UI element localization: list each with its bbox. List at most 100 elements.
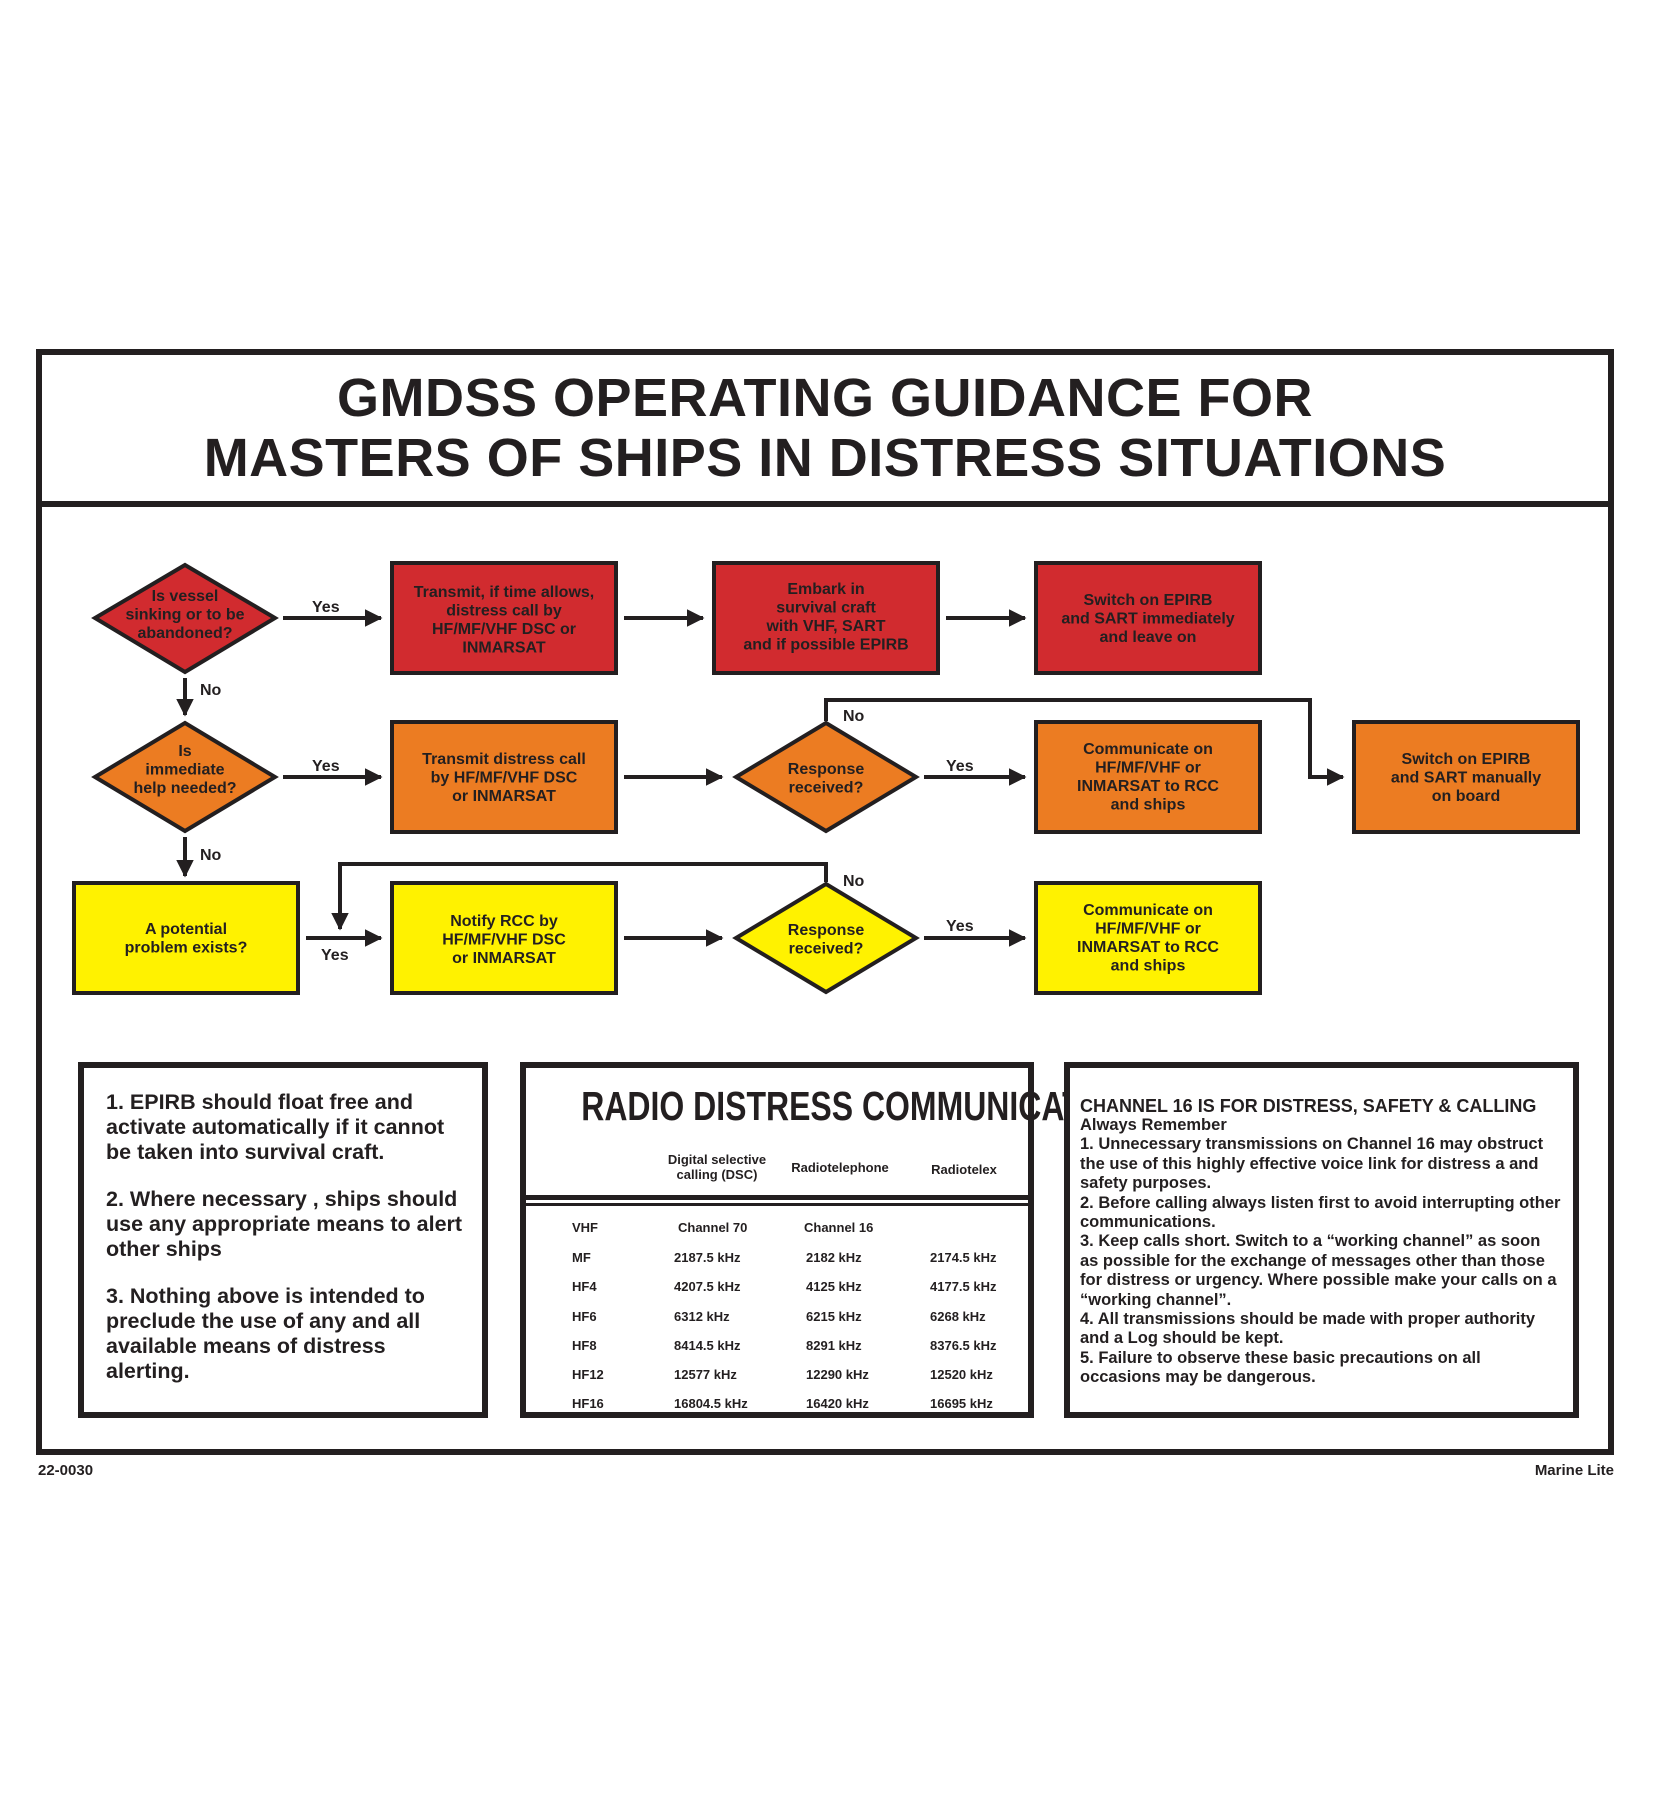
table-row: MF 2187.5 kHz 2182 kHz 2174.5 kHz bbox=[526, 1250, 1028, 1270]
channel16-item-1: 1. Unnecessary transmissions on Channel … bbox=[1080, 1135, 1544, 1193]
cell-band: HF12 bbox=[572, 1367, 604, 1382]
col-header-dsc: Digital selective calling (DSC) bbox=[667, 1152, 767, 1182]
title-line-2: MASTERS OF SHIPS IN DISTRESS SITUATIONS bbox=[203, 428, 1447, 488]
node-text-line: Is bbox=[178, 743, 191, 760]
cell-tx: 4177.5 kHz bbox=[930, 1279, 997, 1294]
node-text-line: abandoned? bbox=[137, 625, 232, 642]
note-3: 3. Nothing above is intended to preclude… bbox=[106, 1284, 425, 1383]
arrow-d3-no bbox=[824, 698, 1345, 786]
node-text-line: and leave on bbox=[1100, 629, 1197, 646]
label-no-3: No bbox=[200, 847, 222, 864]
box-transmit-if-time-text: Transmit, if time allows, distress call b… bbox=[414, 584, 595, 657]
node-text-line: survival craft bbox=[776, 600, 876, 617]
box-switch-epirb-leave bbox=[1034, 561, 1262, 675]
node-text-line: Embark in bbox=[787, 581, 864, 598]
cell-band: HF16 bbox=[572, 1396, 604, 1411]
arrow-d4-no bbox=[331, 862, 828, 931]
cell-rt: 2182 kHz bbox=[806, 1250, 862, 1265]
channel16-item-4: 4. All transmissions should be made with… bbox=[1080, 1310, 1536, 1348]
label-yes-4: Yes bbox=[321, 947, 349, 964]
table-row: HF12 12577 kHz 12290 kHz 12520 kHz bbox=[526, 1367, 1028, 1387]
cell-band: VHF bbox=[572, 1220, 598, 1235]
cell-rt: 16420 kHz bbox=[806, 1396, 869, 1411]
node-text-line: Response bbox=[788, 922, 865, 939]
radio-title: RADIO DISTRESS COMMUNICATIONS bbox=[581, 1083, 1160, 1129]
cell-rt: 6215 kHz bbox=[806, 1309, 862, 1324]
cell-rt: 4125 kHz bbox=[806, 1279, 862, 1294]
label-yes-5: Yes bbox=[946, 918, 974, 935]
col-header-radiotelex: Radiotelex bbox=[931, 1162, 997, 1177]
title-band: GMDSS OPERATING GUIDANCE FOR MASTERS OF … bbox=[42, 355, 1608, 507]
label-yes-2: Yes bbox=[312, 758, 340, 775]
label-yes-3: Yes bbox=[946, 758, 974, 775]
table-row: HF16 16804.5 kHz 16420 kHz 16695 kHz bbox=[526, 1396, 1028, 1416]
channel16-item-2: 2. Before calling always listen first to… bbox=[1080, 1193, 1561, 1232]
box-switch-epirb-manual bbox=[1352, 720, 1580, 834]
node-text-line: immediate bbox=[145, 762, 224, 779]
radio-table: VHF Channel 70 Channel 16 MF 2187.5 kHz … bbox=[526, 1203, 1028, 1413]
node-text-line: and ships bbox=[1111, 958, 1186, 975]
label-no-1: No bbox=[200, 682, 222, 699]
node-text-line: distress call by bbox=[446, 603, 562, 620]
node-text-line: Transmit distress call bbox=[422, 751, 586, 768]
footer-code: 22-0030 bbox=[38, 1462, 94, 1479]
node-text-line: and SART immediately bbox=[1061, 611, 1234, 628]
node-text-line: Transmit, if time allows, bbox=[414, 584, 595, 601]
decision-response-2 bbox=[732, 881, 920, 995]
cell-tx: 8376.5 kHz bbox=[930, 1338, 997, 1353]
box-potential-problem bbox=[72, 881, 300, 995]
box-communicate-2 bbox=[1034, 881, 1262, 995]
cell-dsc: Channel 70 bbox=[678, 1220, 748, 1235]
cell-dsc: 6312 kHz bbox=[674, 1309, 730, 1324]
cell-rt: Channel 16 bbox=[804, 1220, 874, 1235]
cell-dsc: 16804.5 kHz bbox=[674, 1396, 748, 1411]
node-text-line: HF/MF/VHF or bbox=[1095, 760, 1201, 777]
node-text-line: A potential bbox=[145, 921, 227, 938]
title-line-1: GMDSS OPERATING GUIDANCE FOR bbox=[336, 368, 1314, 428]
node-text-line: or INMARSAT bbox=[452, 950, 556, 967]
label-yes-1: Yes bbox=[312, 599, 340, 616]
cell-tx: 2174.5 kHz bbox=[930, 1250, 997, 1265]
decision-response-1 bbox=[732, 720, 920, 834]
node-text-line: sinking or to be bbox=[125, 607, 244, 624]
cell-dsc: 8414.5 kHz bbox=[674, 1338, 741, 1353]
node-text-line: Notify RCC by bbox=[450, 913, 558, 930]
node-text-line: Is vessel bbox=[152, 588, 219, 605]
node-text-line: Communicate on bbox=[1083, 741, 1213, 758]
node-text-line: and ships bbox=[1111, 797, 1186, 814]
node-text-line: INMARSAT to RCC bbox=[1077, 939, 1219, 956]
box-embark bbox=[712, 561, 940, 675]
node-text-line: Communicate on bbox=[1083, 902, 1213, 919]
table-row: HF6 6312 kHz 6215 kHz 6268 kHz bbox=[526, 1309, 1028, 1329]
node-text-line: Switch on EPIRB bbox=[1084, 592, 1213, 609]
cell-tx: 12520 kHz bbox=[930, 1367, 993, 1382]
cell-band: HF6 bbox=[572, 1309, 597, 1324]
node-text-line: with VHF, SART bbox=[765, 618, 885, 635]
cell-band: HF8 bbox=[572, 1338, 597, 1353]
cell-rt: 8291 kHz bbox=[806, 1338, 862, 1353]
box-notify-rcc bbox=[390, 881, 618, 995]
footer-brand: Marine Lite bbox=[1534, 1462, 1614, 1479]
radio-distress-panel: RADIO DISTRESS COMMUNICATIONS Digital se… bbox=[520, 1062, 1160, 1418]
table-row: HF4 4207.5 kHz 4125 kHz 4177.5 kHz bbox=[526, 1279, 1028, 1299]
radio-header: RADIO DISTRESS COMMUNICATIONS Digital se… bbox=[526, 1068, 1160, 1200]
cell-dsc: 12577 kHz bbox=[674, 1367, 737, 1382]
node-text-line: received? bbox=[789, 780, 864, 797]
table-row: HF8 8414.5 kHz 8291 kHz 8376.5 kHz bbox=[526, 1338, 1028, 1358]
label-no-2: No bbox=[843, 708, 865, 725]
box-communicate-1 bbox=[1034, 720, 1262, 834]
box-transmit-if-time bbox=[390, 561, 618, 675]
channel16-sub: Always Remember bbox=[1080, 1116, 1227, 1134]
cell-tx: 16695 kHz bbox=[930, 1396, 993, 1411]
notes-panel: 1. EPIRB should float free and activate … bbox=[78, 1062, 488, 1418]
decision-sinking bbox=[91, 562, 279, 675]
channel16-panel: CHANNEL 16 IS FOR DISTRESS, SAFETY & CAL… bbox=[1064, 1062, 1579, 1418]
col-header-radiotelephone: Radiotelephone bbox=[791, 1160, 889, 1175]
cell-band: HF4 bbox=[572, 1279, 597, 1294]
